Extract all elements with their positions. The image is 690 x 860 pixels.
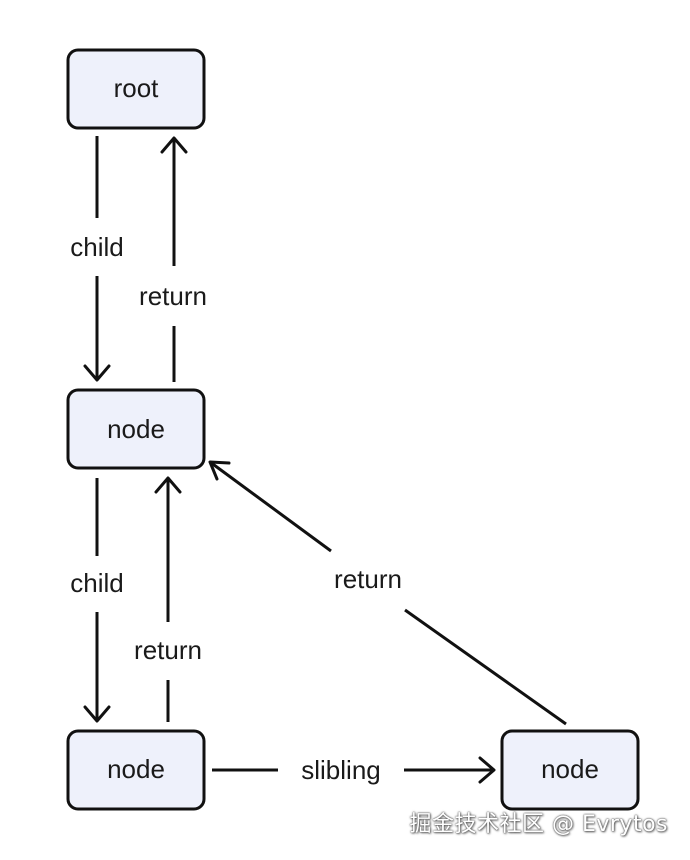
bottom-left-node-label: node: [107, 754, 165, 784]
middle-node-label: node: [107, 414, 165, 444]
edge-child-node-to-node: child: [70, 478, 124, 723]
arrow-down-icon: [83, 705, 111, 723]
edge-child-root-to-node: child: [70, 136, 124, 382]
root-node-box: [66, 48, 206, 130]
edge-label-return-top: return: [139, 281, 207, 311]
edge-label-sibling: slibling: [301, 755, 381, 785]
arrow-up-left-icon: [208, 460, 231, 481]
arrow-right-icon: [478, 756, 496, 784]
edge-return-node-to-node: return: [134, 476, 202, 722]
root-node: root: [66, 48, 206, 130]
bottom-left-node-box: [66, 729, 206, 811]
root-node-label: root: [114, 73, 160, 103]
edge-return-node-to-root: return: [139, 136, 207, 382]
arrow-up-icon: [160, 136, 188, 154]
bottom-left-node: node: [66, 729, 206, 811]
edge-label-return-diagonal: return: [334, 564, 402, 594]
middle-node-box: [66, 388, 206, 470]
middle-node: node: [66, 388, 206, 470]
bottom-right-node: node: [500, 729, 640, 811]
edge-label-child-top: child: [70, 232, 123, 262]
edge-sibling: slibling: [212, 755, 496, 785]
arrow-up-icon: [154, 476, 182, 494]
edge-label-return-middle: return: [134, 635, 202, 665]
edge-line-segment: [209, 460, 332, 553]
bottom-right-node-label: node: [541, 754, 599, 784]
arrow-down-icon: [83, 364, 111, 382]
edge-label-child-middle: child: [70, 568, 123, 598]
edge-return-diagonal: return: [208, 460, 567, 726]
watermark: 掘金技术社区 @ Evrytos: [409, 812, 668, 837]
bottom-right-node-box: [500, 729, 640, 811]
edge-line-segment: [404, 608, 567, 726]
